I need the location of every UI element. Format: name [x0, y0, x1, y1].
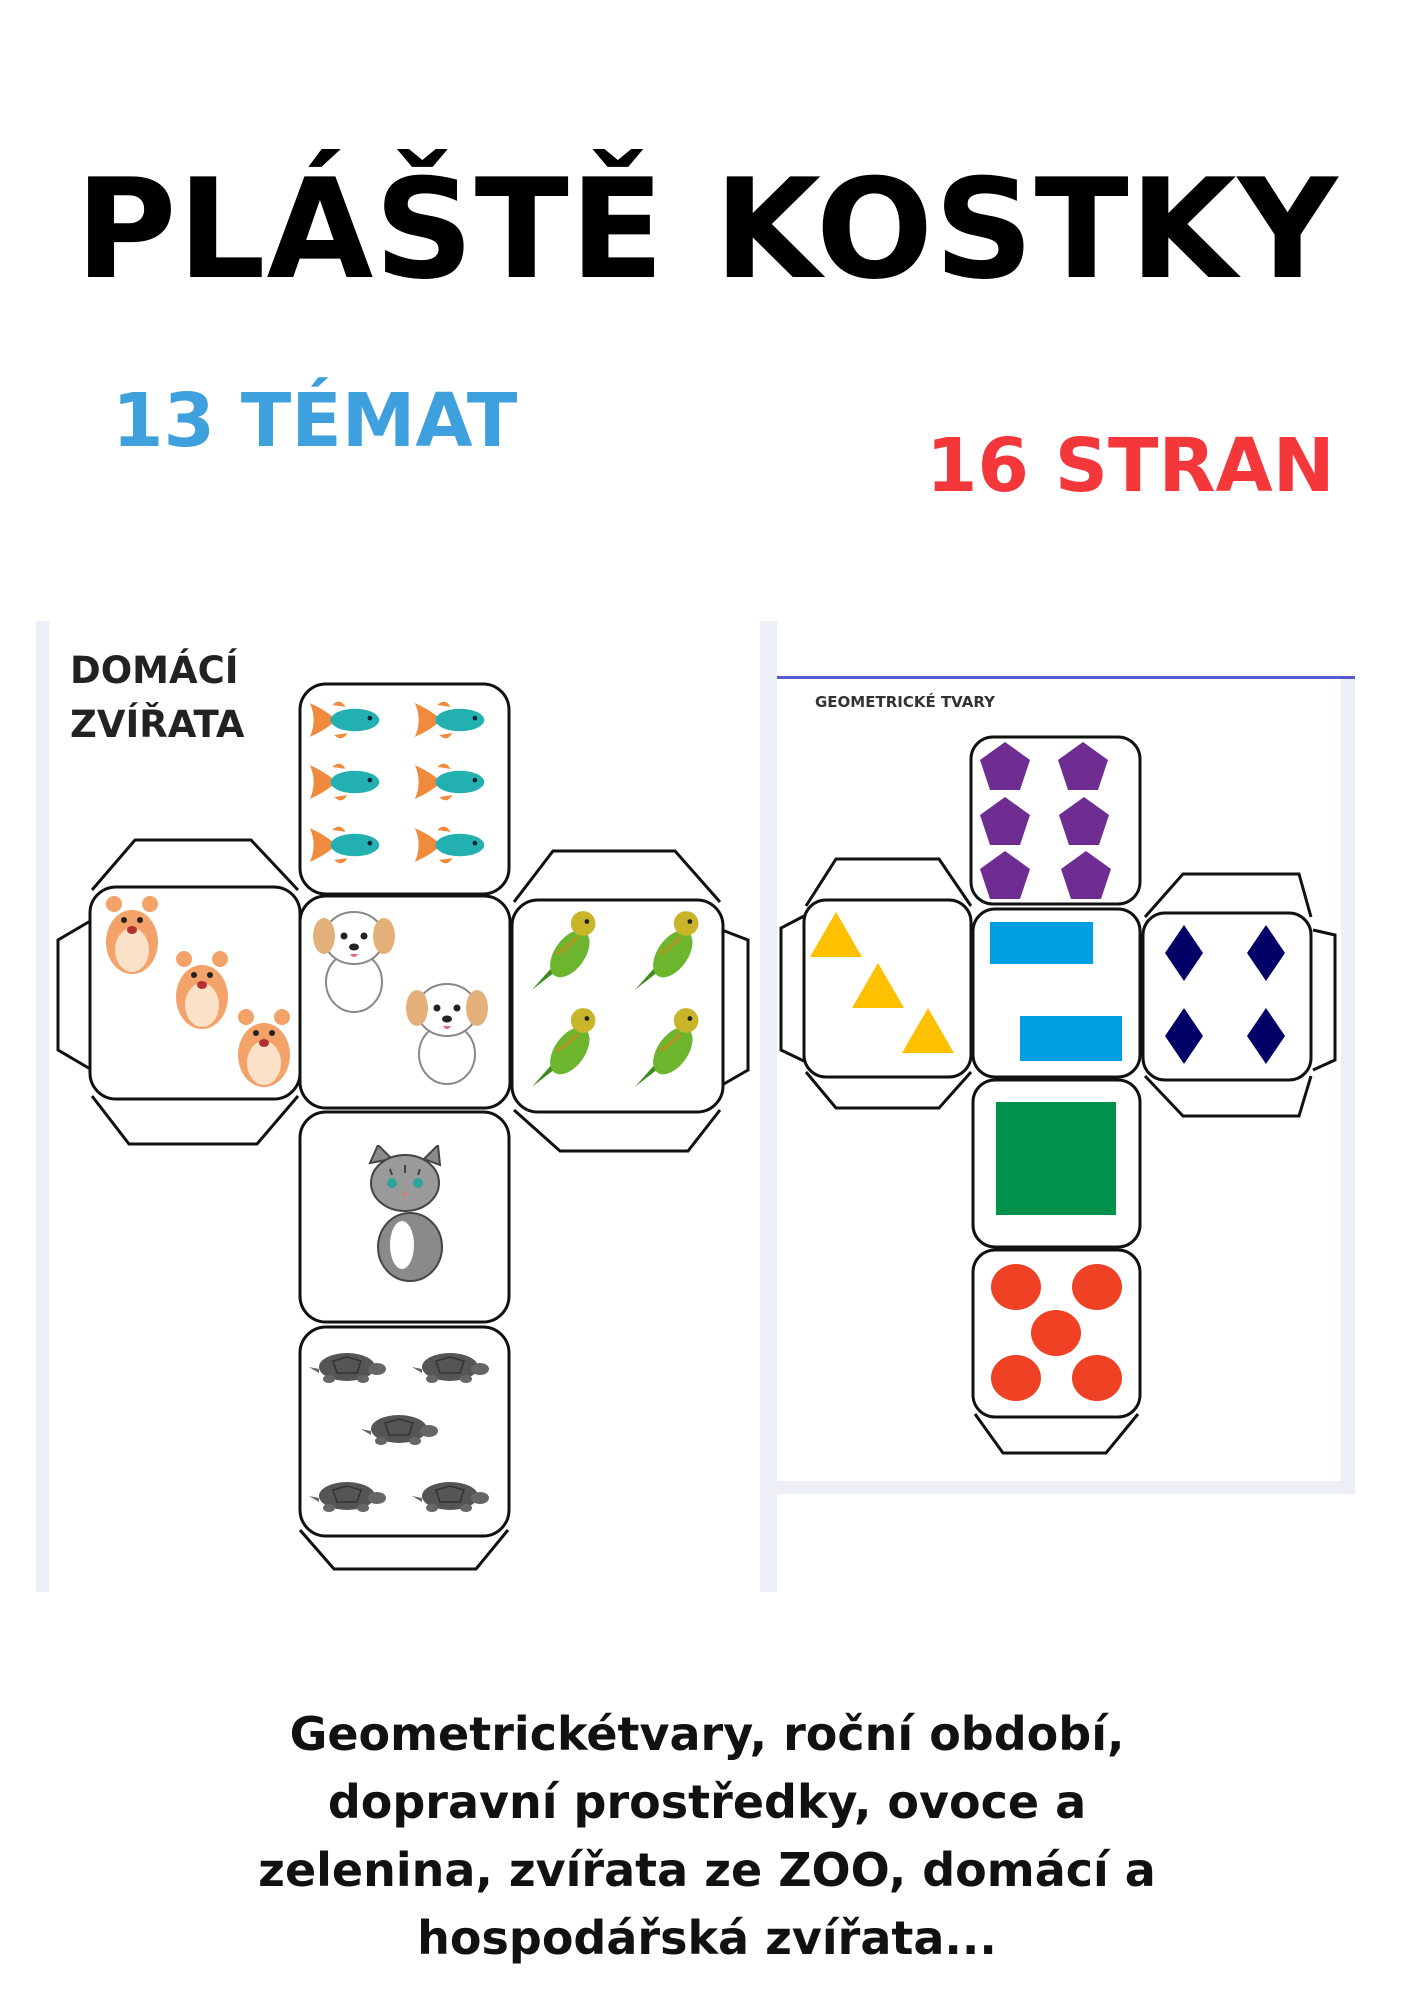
diamond-icon: [1247, 1008, 1285, 1064]
shapes-net-pictures: [810, 742, 1285, 1401]
description-line: zelenina, zvířata ze ZOO, domácí a: [258, 1843, 1156, 1897]
pets-sample-title: DOMÁCÍ ZVÍŘATA: [70, 644, 245, 752]
circle-icon: [991, 1355, 1041, 1401]
page-title: PLÁŠTĚ KOSTKY: [75, 149, 1339, 310]
rectangle-icon: [1020, 1016, 1122, 1061]
circle-icon: [991, 1264, 1041, 1310]
circle-icon: [1072, 1355, 1122, 1401]
pets-title-line: ZVÍŘATA: [70, 703, 245, 746]
topics-count: 13 TÉMAT: [112, 378, 518, 464]
triangle-icon: [852, 963, 904, 1008]
pets-net-flaps: [56, 838, 750, 1571]
pentagon-icon: [980, 742, 1030, 790]
rectangle-icon: [990, 922, 1093, 964]
diamond-icon: [1165, 925, 1203, 981]
shapes-net-flaps: [779, 857, 1337, 1455]
pentagon-icon: [980, 851, 1030, 899]
pentagon-icon: [1058, 742, 1108, 790]
shapes-sample-title: GEOMETRICKÉ TVARY: [815, 693, 995, 711]
pentagon-icon: [1061, 851, 1111, 899]
triangle-icon: [902, 1008, 954, 1053]
circle-icon: [1072, 1264, 1122, 1310]
pets-title-line: DOMÁCÍ: [70, 649, 239, 692]
diamond-icon: [1165, 1008, 1203, 1064]
circle-icon: [1031, 1310, 1081, 1356]
description-line: Geometrickétvary, roční období,: [289, 1707, 1125, 1761]
square-icon: [996, 1102, 1116, 1215]
description-line: hospodářská zvířata...: [417, 1911, 997, 1965]
triangle-icon: [810, 912, 862, 957]
pentagon-icon: [980, 797, 1030, 845]
face-diamonds: [1141, 911, 1313, 1082]
description: Geometrickétvary, roční období, dopravní…: [0, 1700, 1414, 1972]
diamond-icon: [1247, 925, 1285, 981]
pages-count: 16 STRAN: [926, 423, 1335, 509]
pentagon-icon: [1059, 797, 1109, 845]
description-line: dopravní prostředky, ovoce a: [327, 1775, 1087, 1829]
